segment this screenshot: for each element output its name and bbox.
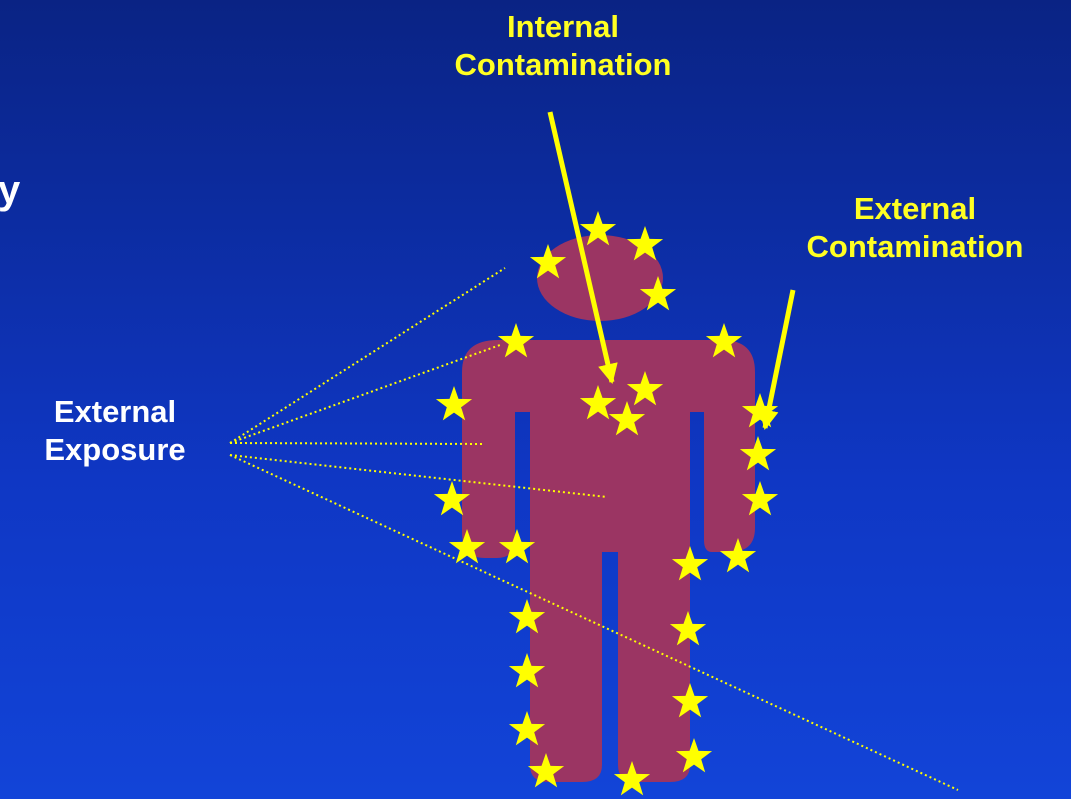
internal-contamination-label: Internal Contamination [408, 8, 718, 84]
label-line: Exposure [15, 431, 215, 469]
external-contamination-label: External Contamination [770, 190, 1060, 266]
human-figure-icon [462, 235, 755, 782]
figure-body [462, 340, 755, 782]
dotted-ray [230, 443, 485, 444]
label-line: External [15, 393, 215, 431]
external-exposure-label: External Exposure [15, 393, 215, 469]
dotted-ray [230, 345, 500, 443]
label-line: Contamination [408, 46, 718, 84]
label-line: External [770, 190, 1060, 228]
edge-glyph: y [0, 168, 20, 213]
label-line: Contamination [770, 228, 1060, 266]
label-line: Internal [408, 8, 718, 46]
